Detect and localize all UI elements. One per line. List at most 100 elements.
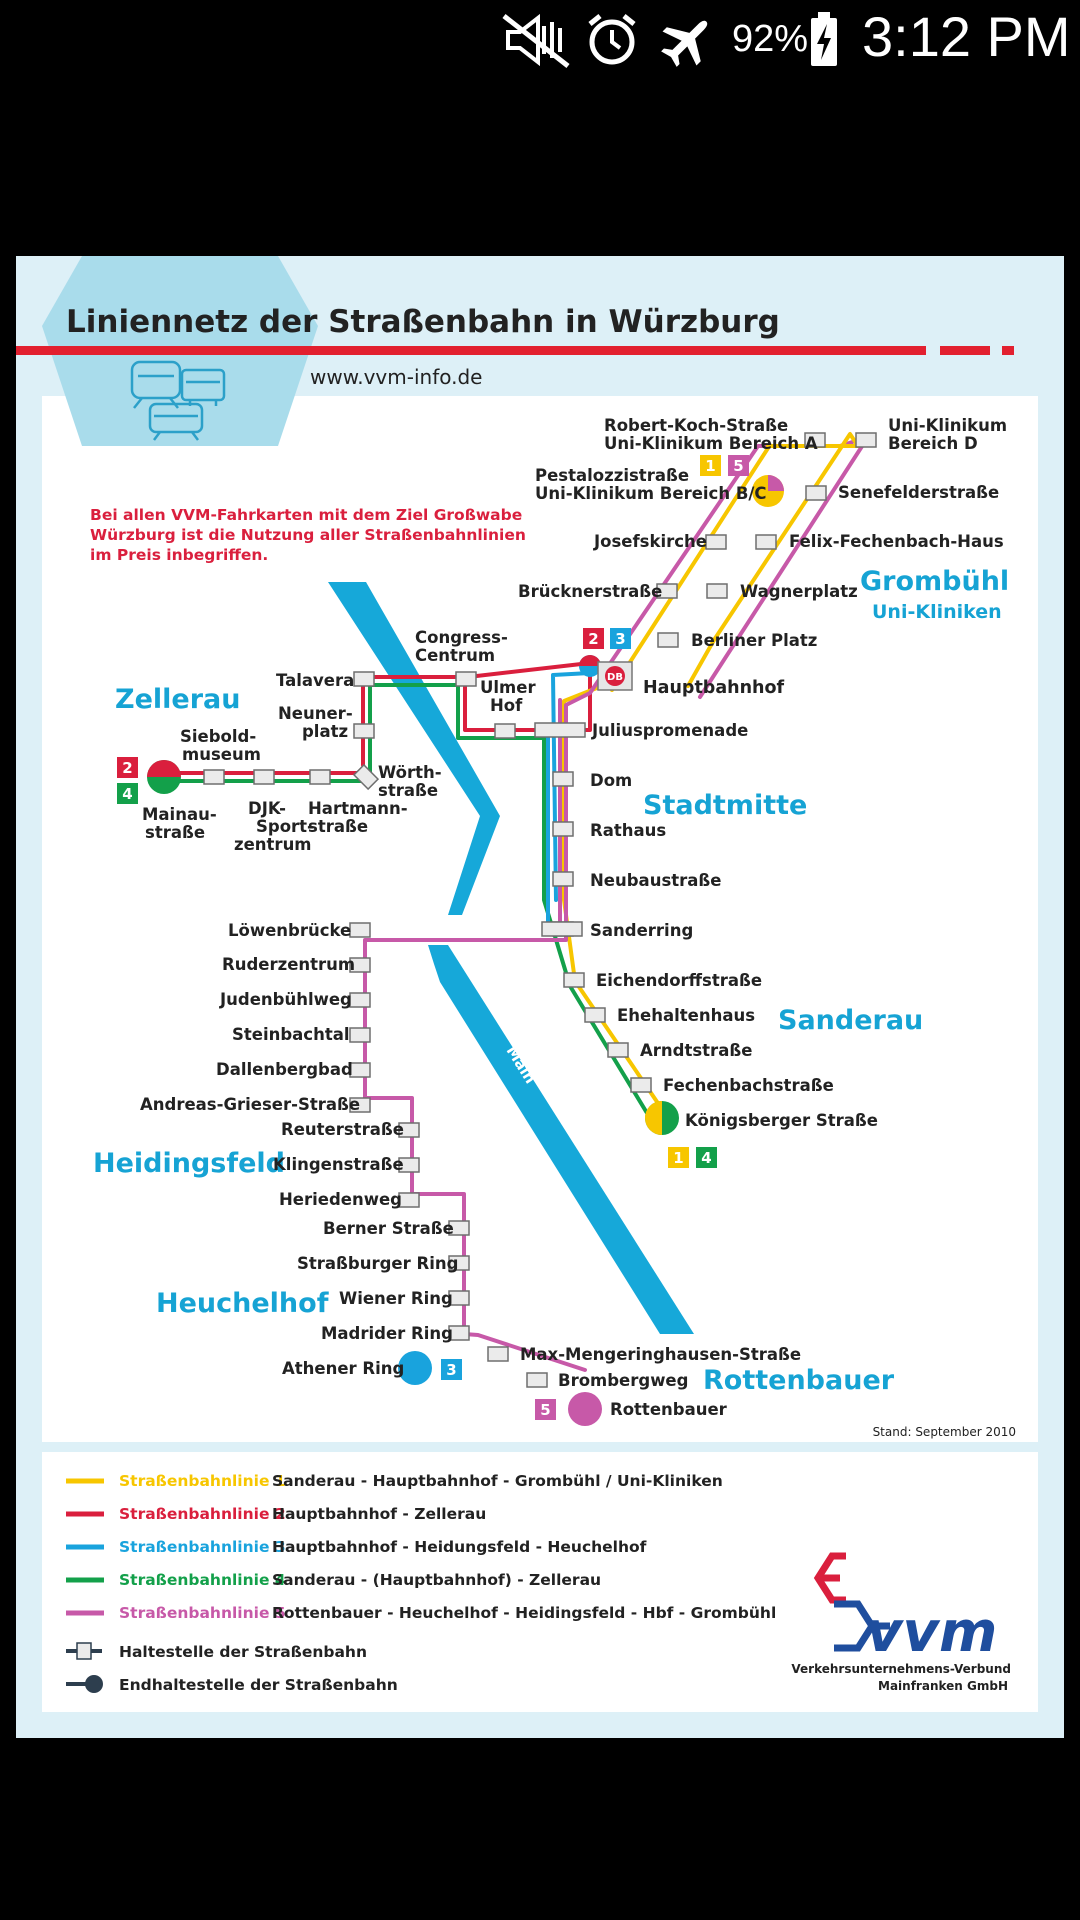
battery-charging-icon xyxy=(811,12,837,66)
battery-percentage: 92% xyxy=(732,18,809,60)
legend-line-route: Rottenbauer - Heuchelhof - Heidingsfeld … xyxy=(272,1604,776,1622)
svg-text:Neuner-: Neuner- xyxy=(278,704,353,723)
svg-text:4: 4 xyxy=(122,785,132,803)
district-rottenbauer: Rottenbauer xyxy=(703,1365,895,1396)
svg-text:Löwenbrücke: Löwenbrücke xyxy=(228,921,351,940)
svg-text:Rathaus: Rathaus xyxy=(590,821,666,840)
river-main xyxy=(328,582,694,1334)
line-badges: 1 5 2 3 2 4 1 4 3 5 xyxy=(117,455,749,1420)
district-heidingsfeld: Heidingsfeld xyxy=(93,1148,285,1179)
vvm-logo[interactable]: vvm Verkehrsunternehmens-Verbund Mainfra… xyxy=(791,1552,1011,1693)
legend-line-route: Hauptbahnhof - Heidungsfeld - Heuchelhof xyxy=(272,1538,647,1556)
svg-text:platz: platz xyxy=(302,722,348,741)
svg-text:Felix-Fechenbach-Haus: Felix-Fechenbach-Haus xyxy=(789,532,1004,551)
svg-text:Sanderring: Sanderring xyxy=(590,921,693,940)
mute-icon xyxy=(502,13,570,68)
svg-text:Wörth-: Wörth- xyxy=(378,763,442,782)
svg-text:1: 1 xyxy=(673,1149,683,1167)
svg-text:Hauptbahnhof: Hauptbahnhof xyxy=(643,678,785,698)
legend-line-name: Straßenbahnlinie 2 xyxy=(119,1505,286,1523)
map-panel xyxy=(42,396,1038,1442)
svg-text:Congress-: Congress- xyxy=(415,628,508,647)
svg-text:Eichendorffstraße: Eichendorffstraße xyxy=(596,971,762,990)
stops xyxy=(203,432,877,1388)
svg-text:zentrum: zentrum xyxy=(234,835,312,854)
svg-text:Berliner Platz: Berliner Platz xyxy=(691,631,817,650)
svg-text:Bei allen VVM-Fahrkarten mit d: Bei allen VVM-Fahrkarten mit dem Ziel Gr… xyxy=(90,506,522,524)
svg-text:Wiener Ring: Wiener Ring xyxy=(339,1289,453,1308)
legend-line-route: Hauptbahnhof - Zellerau xyxy=(272,1505,486,1523)
svg-text:3: 3 xyxy=(446,1361,456,1379)
svg-text:im Preis inbegriffen.: im Preis inbegriffen. xyxy=(90,546,268,564)
svg-text:Ehehaltenhaus: Ehehaltenhaus xyxy=(617,1006,755,1025)
svg-text:Reuterstraße: Reuterstraße xyxy=(281,1120,404,1139)
svg-text:Mainau-: Mainau- xyxy=(142,805,217,824)
svg-text:Dallenbergbad: Dallenbergbad xyxy=(216,1060,353,1079)
legend-terminal-icon xyxy=(85,1675,103,1693)
svg-text:Königsberger Straße: Königsberger Straße xyxy=(685,1111,878,1130)
svg-text:Rottenbauer: Rottenbauer xyxy=(610,1400,728,1419)
legend-stop-label: Haltestelle der Straßenbahn xyxy=(119,1643,367,1661)
svg-text:Juliuspromenade: Juliuspromenade xyxy=(591,721,748,740)
svg-text:Madrider Ring: Madrider Ring xyxy=(321,1324,453,1343)
alarm-icon xyxy=(588,14,636,65)
svg-text:Ruderzentrum: Ruderzentrum xyxy=(222,955,355,974)
vvm-wordmark: vvm xyxy=(866,1600,997,1665)
svg-text:1: 1 xyxy=(705,457,715,475)
legend-line-route: Sanderau - Hauptbahnhof - Grombühl / Uni… xyxy=(272,1472,723,1490)
svg-text:Heriedenweg: Heriedenweg xyxy=(279,1190,402,1209)
svg-text:Uni-Klinikum: Uni-Klinikum xyxy=(888,416,1007,435)
svg-text:Hof: Hof xyxy=(490,696,523,715)
station-labels: Robert-Koch-Straße Uni-Klinikum Bereich … xyxy=(140,416,1007,1419)
svg-text:Talavera: Talavera xyxy=(276,671,354,690)
svg-text:Mainfranken GmbH: Mainfranken GmbH xyxy=(878,1679,1008,1693)
legend-line-name: Straßenbahnlinie 4 xyxy=(119,1571,286,1589)
svg-text:Brombergweg: Brombergweg xyxy=(558,1371,688,1390)
svg-text:Andreas-Grieser-Straße: Andreas-Grieser-Straße xyxy=(140,1095,360,1114)
svg-text:Robert-Koch-Straße: Robert-Koch-Straße xyxy=(604,416,788,435)
legend-line-route: Sanderau - (Hauptbahnhof) - Zellerau xyxy=(272,1571,601,1589)
svg-text:Verkehrsunternehmens-Verbund: Verkehrsunternehmens-Verbund xyxy=(791,1662,1011,1676)
svg-text:4: 4 xyxy=(701,1149,711,1167)
svg-text:Steinbachtal: Steinbachtal xyxy=(232,1025,350,1044)
district-stadtmitte: Stadtmitte xyxy=(643,790,807,821)
legend-stop-icon xyxy=(76,1642,92,1660)
svg-text:Wagnerplatz: Wagnerplatz xyxy=(740,582,858,601)
legend-line-name: Straßenbahnlinie 3 xyxy=(119,1538,286,1556)
svg-text:Straßburger Ring: Straßburger Ring xyxy=(297,1254,458,1273)
district-sanderau: Sanderau xyxy=(778,1005,923,1036)
legend-panel xyxy=(42,1452,1038,1712)
svg-text:museum: museum xyxy=(182,745,261,764)
svg-text:Siebold-: Siebold- xyxy=(180,727,256,746)
district-labels: Zellerau Grombühl Uni-Kliniken Stadtmitt… xyxy=(93,566,1009,1396)
svg-text:Neubaustraße: Neubaustraße xyxy=(590,871,721,890)
svg-text:straße: straße xyxy=(378,781,438,800)
svg-text:2: 2 xyxy=(588,630,598,648)
tram-bus-icon xyxy=(130,360,226,441)
title-bar-red xyxy=(16,346,926,355)
map-url[interactable]: www.vvm-info.de xyxy=(310,365,482,389)
svg-text:Würzburg ist die Nutzung aller: Würzburg ist die Nutzung aller Straßenba… xyxy=(90,526,526,544)
svg-text:3: 3 xyxy=(615,630,625,648)
district-grombuehl: Grombühl xyxy=(860,566,1009,597)
svg-text:2: 2 xyxy=(122,759,132,777)
svg-text:Josefskirche: Josefskirche xyxy=(593,532,707,551)
district-zellerau: Zellerau xyxy=(115,684,240,715)
svg-text:Ulmer: Ulmer xyxy=(480,678,536,697)
terminal-stations xyxy=(147,475,784,1426)
map-date-stand: Stand: September 2010 xyxy=(873,1425,1016,1439)
svg-text:Sport-: Sport- xyxy=(256,817,314,836)
legend-line-name: Straßenbahnlinie 1 xyxy=(119,1472,286,1490)
svg-text:Arndtstraße: Arndtstraße xyxy=(640,1041,752,1060)
svg-text:Bereich D: Bereich D xyxy=(888,434,978,453)
svg-text:Senefelderstraße: Senefelderstraße xyxy=(838,483,999,502)
svg-text:Centrum: Centrum xyxy=(415,646,495,665)
svg-text:Klingenstraße: Klingenstraße xyxy=(273,1155,404,1174)
svg-text:Pestalozzistraße: Pestalozzistraße xyxy=(535,466,689,485)
svg-text:straße: straße xyxy=(308,817,368,836)
legend-line-name: Straßenbahnlinie 5 xyxy=(119,1604,286,1622)
svg-text:Brücknerstraße: Brücknerstraße xyxy=(518,582,662,601)
svg-text:Uni-Klinikum Bereich A: Uni-Klinikum Bereich A xyxy=(604,434,818,453)
district-uni-kliniken: Uni-Kliniken xyxy=(872,601,1002,623)
